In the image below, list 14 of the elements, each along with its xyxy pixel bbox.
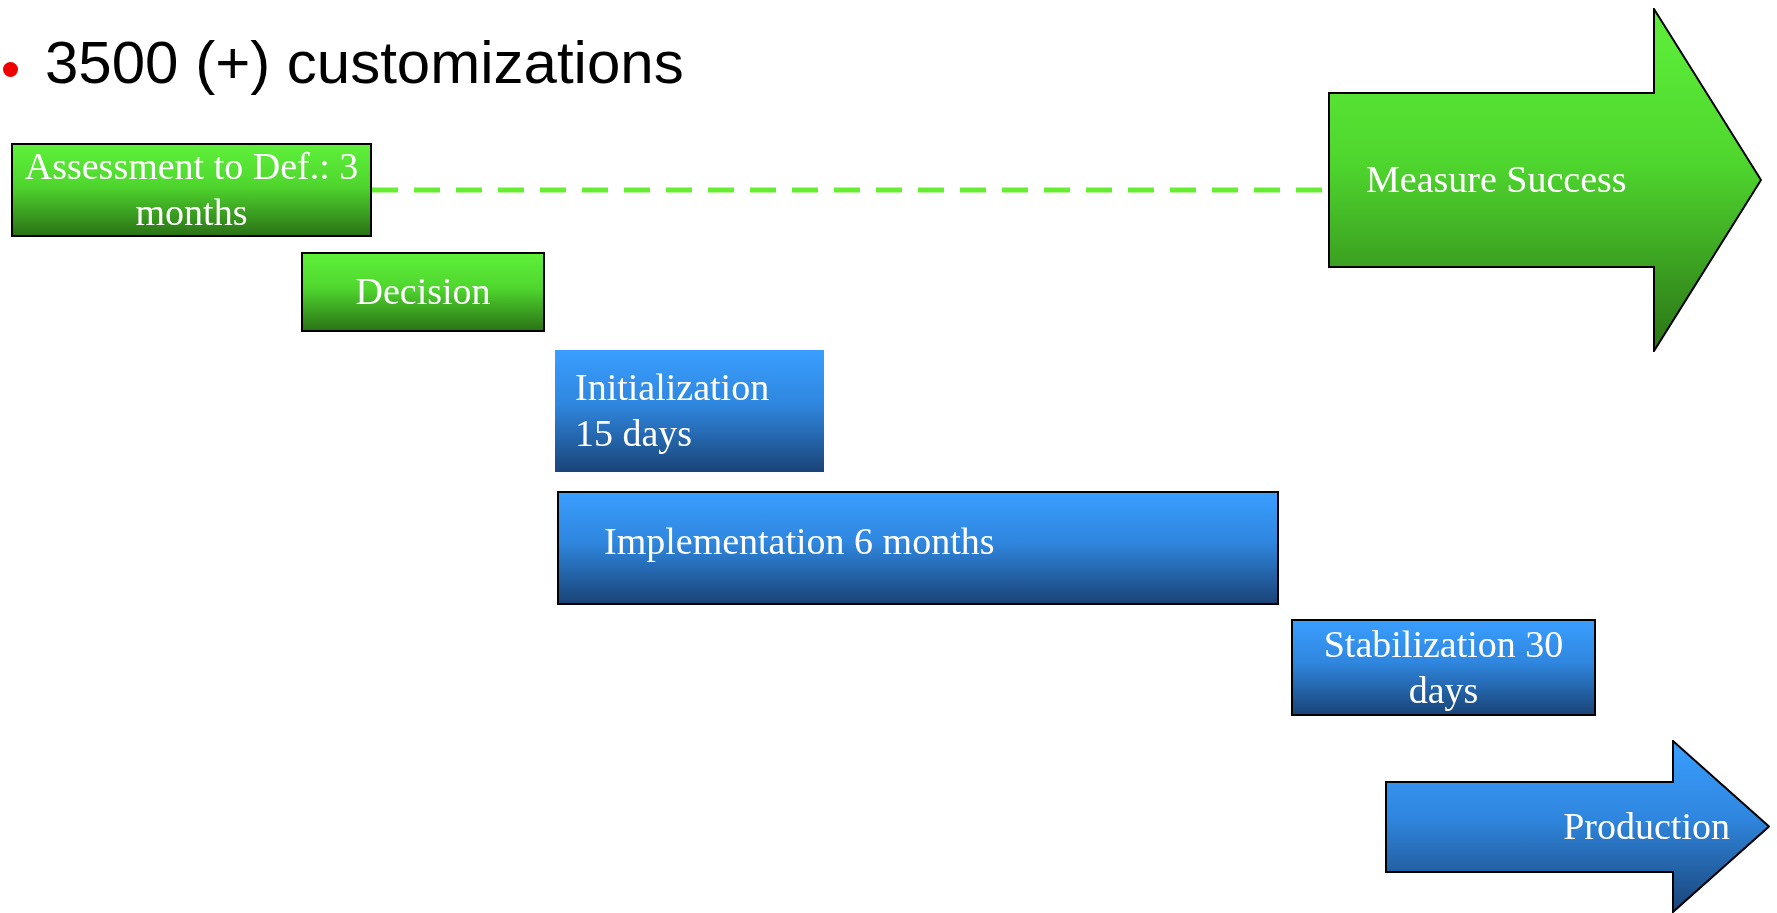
arrow-shape — [1385, 740, 1770, 913]
phase-label: Stabilization 30 days — [1322, 621, 1565, 713]
phase-label: Implementation 6 months — [604, 519, 995, 564]
phase-box — [301, 252, 545, 332]
phase-label: Assessment to Def.: 3 months — [23, 144, 360, 235]
bullet-text: 3500 (+) customizations — [45, 28, 684, 97]
arrow-shape — [1328, 8, 1762, 352]
phase-label: Initialization 15 days — [575, 365, 771, 456]
phase-label: Production — [1563, 803, 1730, 849]
phase-label: Measure Success — [1366, 157, 1627, 203]
phase-box — [1291, 619, 1596, 716]
phase-label: Decision — [355, 269, 491, 315]
phase-box — [557, 491, 1279, 605]
phase-box — [555, 350, 824, 472]
